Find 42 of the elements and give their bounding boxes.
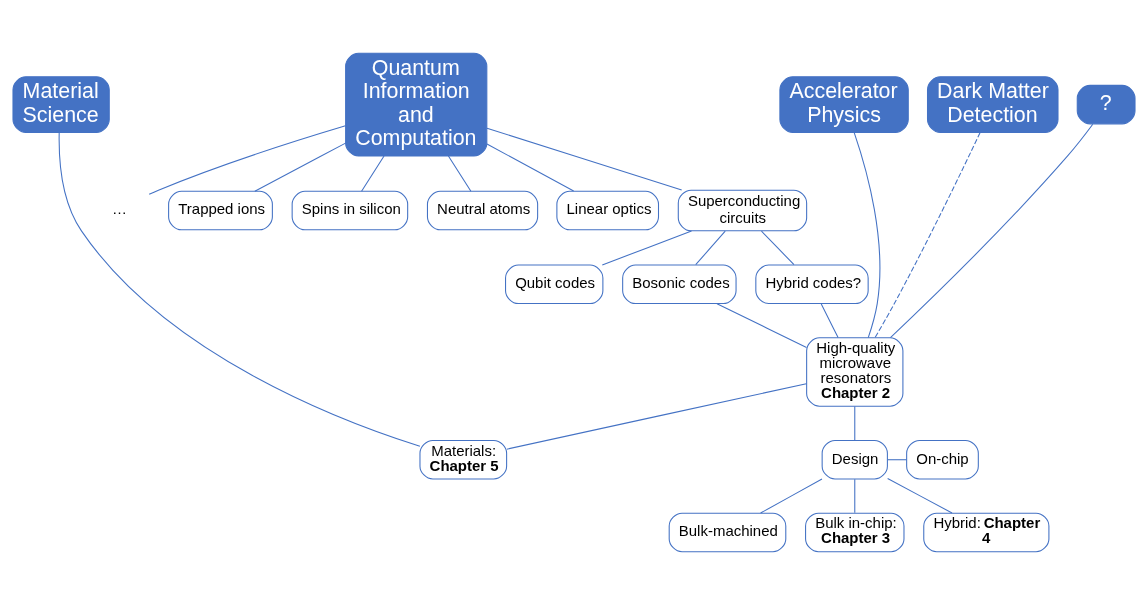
node-text: … (111, 199, 127, 217)
connector (760, 230, 795, 265)
node-box: ? (1076, 84, 1136, 124)
node-box: Material Science (12, 75, 110, 133)
connector (447, 155, 472, 192)
connector (716, 302, 808, 348)
node-box: Neutral atoms (426, 190, 539, 230)
node-box: Dark Matter Detection (926, 75, 1059, 133)
node-box: Bulk in-chip: Chapter 3 (805, 512, 905, 552)
node-box: Design (821, 439, 888, 480)
connector (148, 124, 346, 195)
node-box: Linear optics (556, 190, 660, 230)
node-box: Hybrid codes? (755, 264, 869, 304)
connector (695, 230, 726, 265)
connector (889, 123, 1094, 338)
connector (854, 478, 856, 513)
node-box: Spins in silicon (291, 190, 409, 230)
node-box: Trapped ions (168, 190, 273, 230)
connector (486, 143, 575, 192)
connector (874, 131, 981, 338)
node-box: Quantum Information and Computation (345, 52, 488, 156)
connector (486, 127, 683, 191)
connector (58, 131, 421, 447)
node-box: Bulk-machined (668, 512, 787, 552)
connector (760, 477, 823, 514)
connector (361, 155, 385, 192)
connector (854, 405, 856, 441)
node-box: Hybrid: Chapter 4 (923, 512, 1050, 552)
node-box: Accelerator Physics (779, 75, 909, 133)
node-box: Materials: Chapter 5 (419, 439, 508, 480)
node-box: Qubit codes (505, 264, 604, 304)
connector (853, 131, 881, 338)
connector (887, 477, 953, 514)
node-box: High-quality microwave resonators Chapter 2 (806, 336, 904, 407)
connector (887, 458, 908, 460)
connector (506, 382, 807, 450)
node-box: Superconducting circuits (677, 189, 808, 231)
connector (254, 142, 347, 192)
connector (601, 229, 693, 265)
node-box: On-chip (906, 439, 979, 480)
node-box: Bosonic codes (622, 264, 737, 304)
connector (820, 302, 839, 338)
